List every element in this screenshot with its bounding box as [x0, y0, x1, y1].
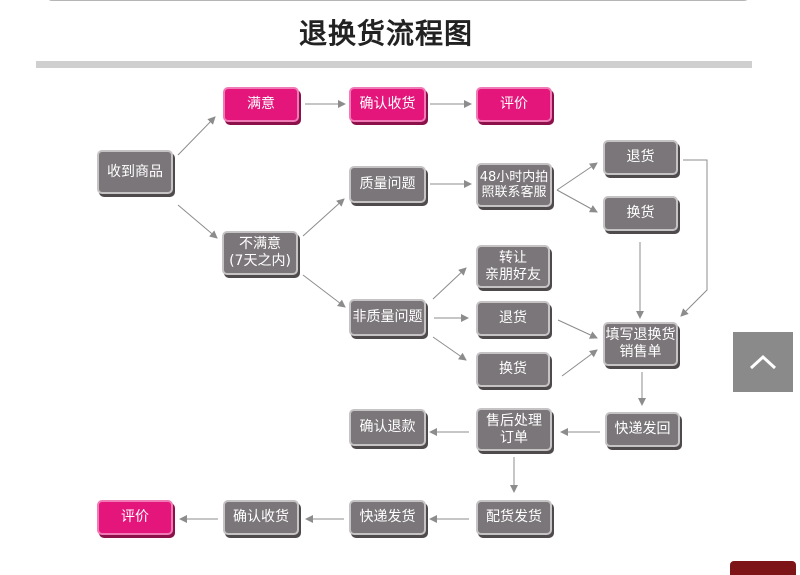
- page-title: 退换货流程图: [298, 17, 473, 50]
- arrow-return-mid-to-form: [557, 319, 598, 339]
- node-confirm-receipt-top: 确认收货: [349, 87, 426, 122]
- node-photo-contact: 48小时内拍 照联系客服: [476, 163, 552, 207]
- node-exchange-mid: 换货: [476, 352, 550, 387]
- node-express-return: 快递发回: [605, 412, 680, 447]
- arrow-nonquality-to-exchange: [432, 336, 467, 361]
- node-review-top: 评价: [476, 87, 552, 122]
- node-confirm-receipt-bottom: 确认收货: [223, 500, 299, 535]
- arrow-photo-to-return: [556, 162, 598, 191]
- arrow-received-to-dissatisfied: [177, 204, 218, 239]
- node-return-top: 退货: [603, 140, 678, 175]
- arrow-received-to-satisfied: [177, 116, 216, 156]
- node-pick-ship: 配货发货: [476, 500, 552, 535]
- node-transfer: 转让 亲朋好友: [476, 245, 550, 288]
- arrow-dissatisfied-to-quality: [302, 198, 345, 237]
- node-fill-form: 填写退换货 销售单: [603, 322, 678, 366]
- node-received: 收到商品: [97, 150, 173, 194]
- title-divider: [36, 61, 752, 68]
- node-review-bottom: 评价: [97, 500, 173, 535]
- arrow-photo-to-exchange: [556, 189, 598, 213]
- node-express-ship: 快递发货: [349, 500, 426, 535]
- node-confirm-refund: 确认退款: [349, 409, 426, 446]
- corner-tab[interactable]: [730, 561, 796, 575]
- arrow-nonquality-to-transfer: [432, 267, 467, 300]
- node-dissatisfied: 不满意 (7天之内): [222, 231, 298, 275]
- arrow-dissatisfied-to-nonquality: [302, 274, 346, 308]
- arrow-return-to-form: [680, 159, 708, 317]
- arrow-exchange-mid-to-form: [561, 349, 598, 377]
- node-quality-issue: 质量问题: [349, 166, 426, 203]
- node-return-mid: 退货: [476, 301, 550, 336]
- back-to-top-button[interactable]: [733, 332, 793, 392]
- node-non-quality-issue: 非质量问题: [349, 299, 426, 336]
- node-after-sales: 售后处理 订单: [476, 408, 552, 451]
- node-exchange-top: 换货: [603, 196, 678, 231]
- node-satisfied: 满意: [223, 87, 299, 122]
- chevron-up-icon: [749, 354, 777, 370]
